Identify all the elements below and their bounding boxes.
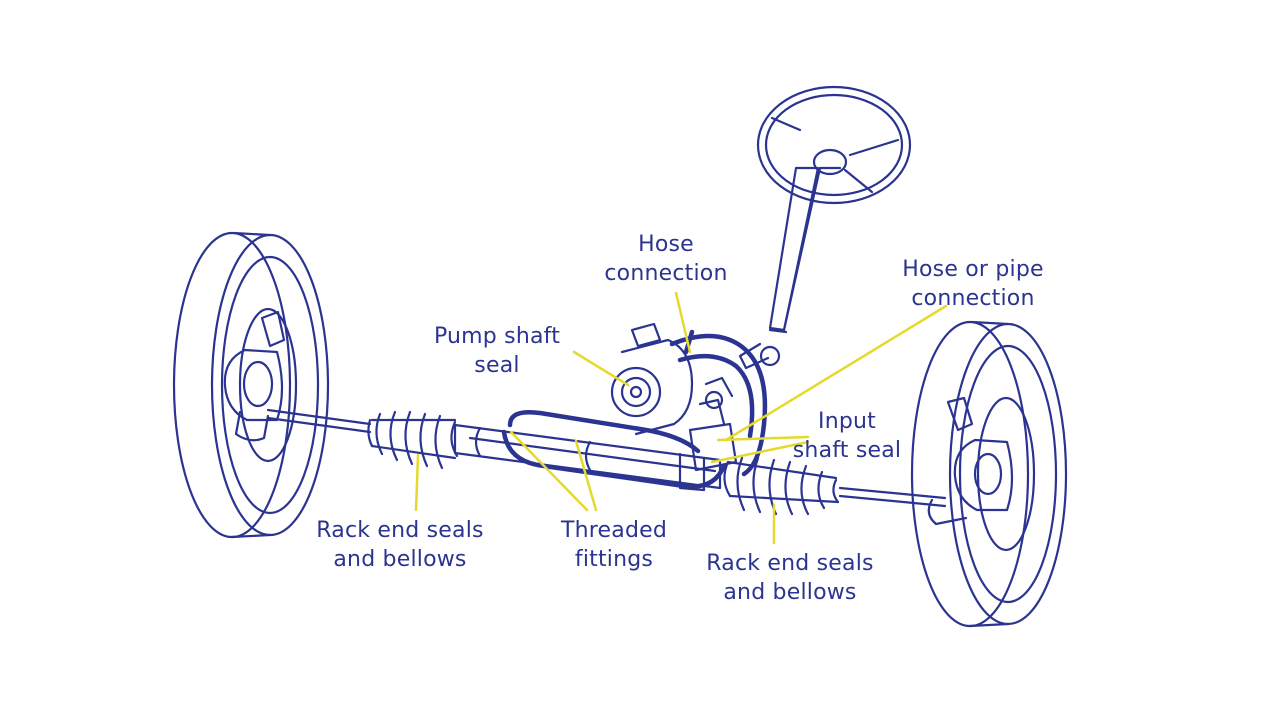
leader-rack-end-left [414, 453, 420, 512]
steering-valve [688, 376, 738, 472]
leader-input-shaft-seal-2 [710, 440, 810, 464]
leader-pump-shaft-seal [572, 350, 630, 387]
label-rack-end-right: Rack end seals and bellows [706, 551, 874, 605]
label-threaded-fittings: Threaded fittings [560, 518, 668, 572]
power-steering-pump [610, 322, 694, 436]
right-bellows [723, 456, 840, 516]
right-wheel [910, 320, 1068, 628]
rack-housing [453, 423, 722, 492]
label-hose-connection: Hose connection [604, 232, 728, 286]
leader-lines [414, 291, 948, 545]
label-rack-end-left: Rack end seals and bellows [316, 518, 484, 572]
leader-hose-pipe-connection [724, 304, 948, 442]
left-bellows [367, 410, 459, 470]
tie-rods [266, 408, 947, 508]
label-hose-or-pipe-connection: Hose or pipe connection [902, 257, 1044, 311]
leader-threaded-b [574, 439, 598, 512]
label-pump-shaft-seal: Pump shaft seal [433, 324, 561, 378]
steering-wheel [738, 85, 912, 370]
left-wheel [172, 231, 330, 539]
label-input-shaft-seal: Input shaft seal [792, 409, 902, 463]
leader-threaded-a [509, 430, 589, 512]
leader-input-shaft-seal [716, 435, 810, 442]
leader-hose-connection [674, 291, 692, 354]
